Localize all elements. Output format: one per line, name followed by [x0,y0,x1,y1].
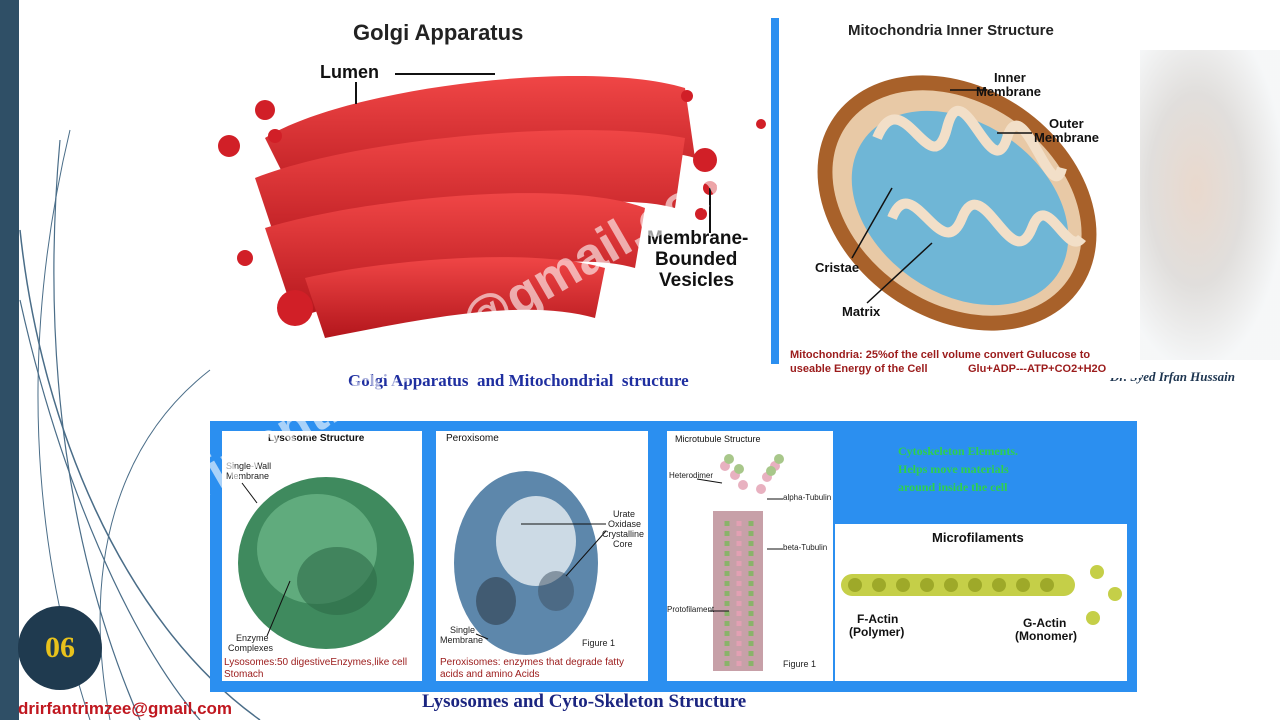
mito-label-matrix: Matrix [842,304,880,319]
mitochondria-panel: Mitochondria Inner Structure Inner Membr… [782,18,1140,378]
lysosome-label-enzyme-2: Complexes [228,643,273,653]
peroxisome-note-1: Peroxisomes: enzymes that degrade fatty [440,657,624,669]
mito-note-line-1: Mitochondria: 25%of the cell volume conv… [790,349,1090,361]
page-number-badge: 06 [18,606,102,690]
lysosome-note-2: Stomach [224,669,263,681]
microfilaments-label-gactin-1: G-Actin [1023,616,1066,630]
golgi-label-lumen: Lumen [320,62,379,83]
peroxisome-label-core-3: Crystalline [602,529,644,539]
cytoskeleton-note-3: around inside the cell [898,480,1007,495]
peroxisome-label-core-4: Core [613,539,633,549]
cytoskeleton-note-1: Cytoskeleton Elements. [898,444,1018,459]
mito-label-inner-2: Membrane [976,84,1041,99]
cytoskeleton-note-2: Helps move materials [898,462,1009,477]
author-photo [1140,50,1280,360]
peroxisome-label-membrane-2: Membrane [440,635,483,645]
peroxisome-label-core-1: Urate [613,509,635,519]
peroxisome-label-membrane-1: Single [450,625,475,635]
mito-equation: Glu+ADP---ATP+CO2+H2O [968,363,1106,375]
mito-label-inner-1: Inner [994,70,1026,85]
page-number: 06 [45,631,75,665]
golgi-label-vesicles-3: Vesicles [659,270,734,292]
caption-bottom: Lysosomes and Cyto-Skeleton Structure [422,691,746,713]
microtubule-label-protofilament: Protofilament [667,605,714,614]
mito-label-cristae: Cristae [815,260,859,275]
lysosome-note-1: Lysosomes:50 digestiveEnzymes,like cell [224,657,407,669]
microtubule-label-alpha: alpha-Tubulin [783,493,831,502]
golgi-label-vesicles-2: Bounded [655,249,737,271]
microfilaments-illustration [835,524,1127,681]
peroxisome-note-2: acids and amino Acids [440,669,540,681]
panel-divider [771,18,779,364]
peroxisome-label-core-2: Oxidase [608,519,641,529]
microtubule-label-heterodimer: Heterodimer [669,471,713,480]
peroxisome-figure-label: Figure 1 [582,638,615,648]
mito-label-outer-1: Outer [1049,116,1084,131]
microtubule-panel: Microtubule Structure Heterodimer alpha-… [667,431,833,681]
mitochondria-illustration [782,18,1140,358]
microfilaments-label-gactin-2: (Monomer) [1015,629,1077,643]
microfilaments-panel: Microfilaments F-Actin (Polymer) G-Actin… [835,524,1127,681]
mito-label-outer-2: Membrane [1034,130,1099,145]
microfilaments-label-factin-1: F-Actin [857,612,898,626]
peroxisome-panel: Peroxisome Urate Oxidase Crystalline Cor… [436,431,648,681]
microtubule-illustration [667,431,833,681]
microtubule-figure-label: Figure 1 [783,659,816,669]
lysosome-label-enzyme-1: Enzyme [236,633,269,643]
author-email: drirfantrimzee@gmail.com [18,699,232,719]
microtubule-label-beta: beta-Tubulin [783,543,827,552]
mito-note-line-2: useable Energy of the Cell [790,363,928,375]
microfilaments-label-factin-2: (Polymer) [849,625,904,639]
